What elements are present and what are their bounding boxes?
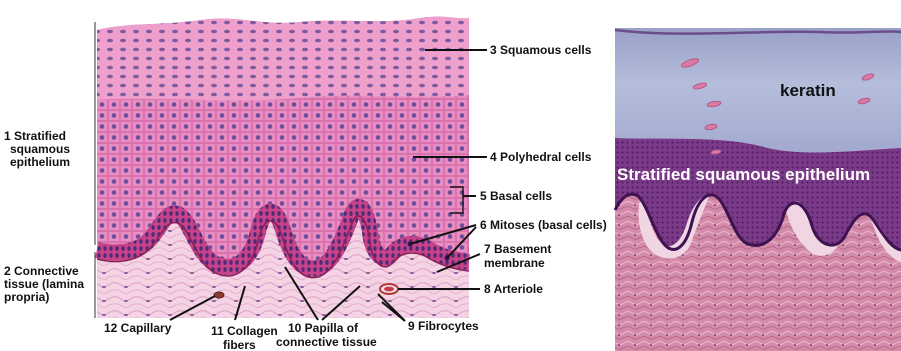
label-stratified-epithelium: 1 Stratified squamous epithelium <box>4 129 73 169</box>
label-papilla: 10 Papilla of connective tissue <box>276 321 377 349</box>
label-arteriole: 8 Arteriole <box>484 282 543 296</box>
label-micrograph-epithelium: Stratified squamous epithelium <box>617 165 870 184</box>
capillary <box>214 292 224 298</box>
label-squamous-cells: 3 Squamous cells <box>490 43 592 57</box>
label-keratin: keratin <box>780 81 836 100</box>
side-labels: 1 Stratified squamous epithelium 2 Conne… <box>4 129 87 304</box>
micrograph: keratin Stratified squamous epithelium <box>615 28 901 351</box>
label-capillary: 12 Capillary <box>104 321 172 335</box>
label-connective-tissue: 2 Connective tissue (lamina propria) <box>4 264 87 304</box>
label-basal-cells: 5 Basal cells <box>480 189 552 203</box>
left-illustration <box>95 17 469 318</box>
label-collagen-fibers: 11 Collagen fibers <box>211 324 281 351</box>
label-fibrocytes: 9 Fibrocytes <box>408 319 479 333</box>
squamous-layer <box>97 17 469 101</box>
arteriole-lumen <box>384 287 394 292</box>
label-basement-membrane: 7 Basement membrane <box>484 242 555 270</box>
label-polyhedral-cells: 4 Polyhedral cells <box>490 150 592 164</box>
label-mitoses: 6 Mitoses (basal cells) <box>480 218 607 232</box>
keratin-layer <box>615 28 901 152</box>
